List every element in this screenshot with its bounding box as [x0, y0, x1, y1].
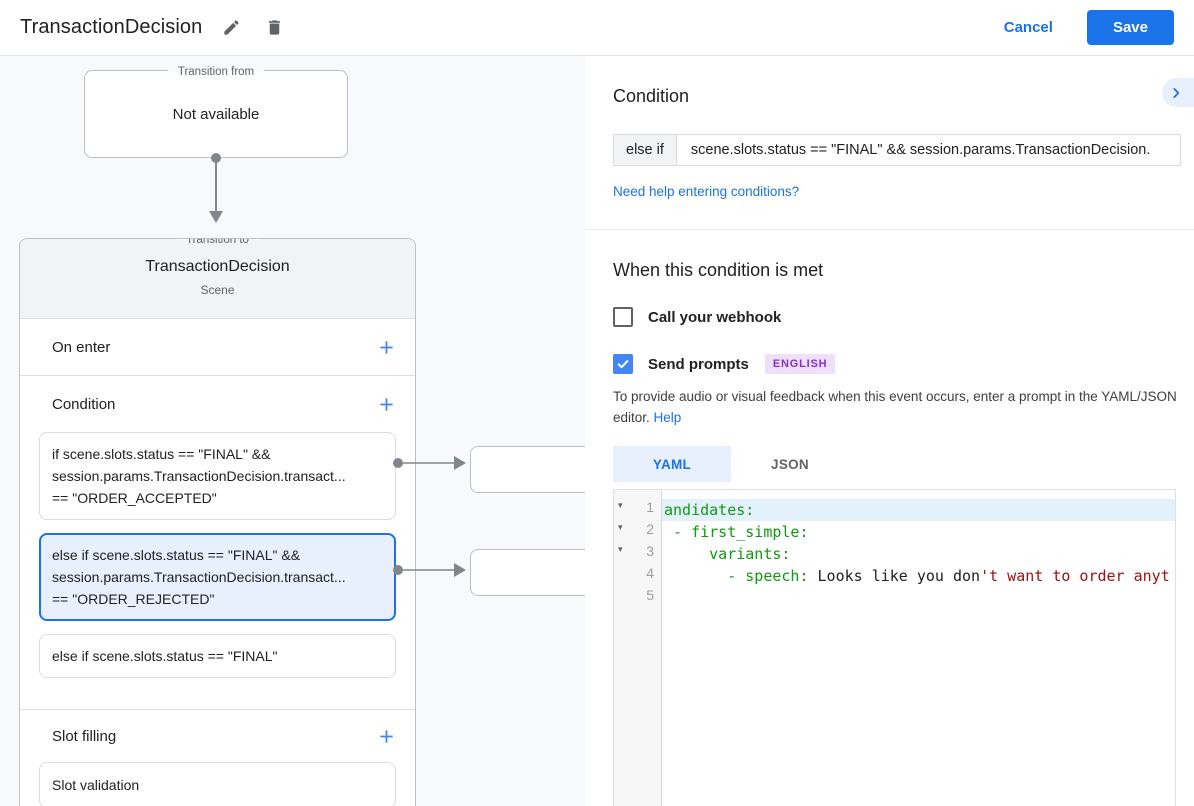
gutter-row: ▾1	[614, 499, 661, 521]
code-line: - speech: Looks like you don't want to o…	[662, 565, 1175, 587]
line-number: 2	[646, 521, 654, 537]
call-webhook-label: Call your webhook	[648, 308, 782, 326]
condition-card-line: == "ORDER_REJECTED"	[52, 591, 215, 607]
save-button[interactable]: Save	[1086, 10, 1174, 45]
tab-yaml[interactable]: YAML	[613, 446, 731, 482]
delete-scene-button[interactable]	[261, 14, 288, 41]
code-line: variants:	[662, 543, 1175, 565]
slot-cards: Slot validation	[20, 762, 415, 806]
checkmark-icon	[616, 357, 630, 371]
condition-section-label: Condition	[52, 395, 116, 413]
condition-card-line: session.params.TransactionDecision.trans…	[52, 468, 346, 484]
pencil-icon	[222, 18, 241, 37]
line-number: 1	[646, 499, 654, 515]
slot-filling-label: Slot filling	[52, 727, 117, 745]
condition-expression-input[interactable]	[676, 134, 1181, 166]
fold-arrow-icon[interactable]: ▾	[618, 522, 623, 532]
line-number: 3	[646, 543, 654, 559]
on-enter-label: On enter	[52, 338, 111, 356]
prompt-description-text: To provide audio or visual feedback when…	[613, 389, 1177, 425]
slot-card[interactable]: Slot validation	[39, 762, 396, 806]
help-link[interactable]: Help	[653, 410, 682, 425]
condition-cards: if scene.slots.status == "FINAL" && sessi…	[20, 432, 415, 678]
transition-from-content: Not available	[172, 105, 260, 123]
condition-card-line: else if scene.slots.status == "FINAL"	[52, 648, 278, 664]
editor-tabs: YAML JSON	[613, 446, 1194, 482]
code-line: - first_simple:	[662, 521, 1175, 543]
plus-icon	[376, 726, 397, 747]
send-prompts-row: Send prompts ENGLISH	[613, 354, 1194, 374]
editor-code-area[interactable]: andidates: - first_simple: variants: - s…	[662, 490, 1175, 806]
code-token: variants:	[664, 545, 791, 563]
condition-section: Condition if scene.slots.status == "FINA…	[20, 376, 415, 710]
chevron-right-icon	[1169, 86, 1183, 100]
condition-card[interactable]: if scene.slots.status == "FINAL" && sessi…	[39, 432, 396, 520]
condition-card[interactable]: else if scene.slots.status == "FINAL"	[39, 634, 396, 678]
scene-type-label: Scene	[200, 283, 235, 297]
fold-arrow-icon[interactable]: ▾	[618, 544, 623, 554]
trash-icon	[265, 18, 284, 37]
code-token: andidates:	[664, 501, 755, 519]
gutter-row: ▾2	[614, 521, 661, 543]
plus-icon	[376, 337, 397, 358]
condition-help-link[interactable]: Need help entering conditions?	[613, 184, 800, 199]
fold-arrow-icon[interactable]: ▾	[618, 500, 623, 510]
gutter-row: ▾3	[614, 543, 661, 565]
transition-target-box[interactable]	[470, 446, 585, 493]
condition-row: Condition	[20, 376, 415, 432]
code-token: - first_simple:	[664, 523, 809, 541]
transition-target-box[interactable]	[470, 549, 585, 596]
condition-expression-row: else if	[613, 134, 1181, 166]
condition-prefix-label: else if	[613, 134, 677, 166]
slot-filling-row: Slot filling	[20, 710, 415, 762]
line-number: 4	[646, 565, 654, 581]
code-line	[662, 587, 1175, 609]
send-prompts-label: Send prompts	[648, 355, 749, 373]
code-token: - speech:	[664, 567, 809, 585]
slot-filling-section: Slot filling Slot validation	[20, 710, 415, 806]
condition-card-selected[interactable]: else if scene.slots.status == "FINAL" &&…	[39, 533, 396, 621]
add-slot-button[interactable]	[372, 722, 401, 751]
transition-from-box: Transition from Not available	[84, 66, 348, 158]
webhook-row: Call your webhook	[613, 307, 1194, 327]
code-token: 't want to order anyt	[980, 567, 1170, 585]
prompt-description: To provide audio or visual feedback when…	[613, 386, 1179, 428]
condition-card-line: session.params.TransactionDecision.trans…	[52, 569, 346, 585]
send-prompts-checkbox[interactable]	[613, 354, 633, 374]
condition-card-line: == "ORDER_ACCEPTED"	[52, 490, 217, 506]
scene-diagram-canvas: Transition from Not available Transition…	[0, 56, 585, 806]
condition-card-line: if scene.slots.status == "FINAL" &&	[52, 446, 271, 462]
code-token: Looks like you don	[808, 567, 981, 585]
condition-panel-heading: Condition	[613, 86, 690, 106]
scene-card-header: TransactionDecision Scene	[20, 239, 415, 319]
plus-icon	[376, 394, 397, 415]
add-on-enter-button[interactable]	[372, 333, 401, 362]
add-condition-button[interactable]	[372, 390, 401, 419]
top-bar: TransactionDecision Cancel Save	[0, 0, 1194, 56]
on-enter-row: On enter	[20, 319, 415, 376]
edit-title-button[interactable]	[218, 14, 245, 41]
when-met-heading: When this condition is met	[613, 260, 824, 280]
collapse-panel-button[interactable]	[1162, 78, 1194, 107]
line-number: 5	[646, 587, 654, 603]
cancel-button[interactable]: Cancel	[1003, 19, 1053, 36]
tab-json[interactable]: JSON	[771, 456, 809, 472]
gutter-row: 5	[614, 587, 661, 609]
gutter-row: 4	[614, 565, 661, 587]
panel-divider	[585, 229, 1194, 230]
condition-card-line: else if scene.slots.status == "FINAL" &&	[52, 547, 301, 563]
language-badge: ENGLISH	[764, 354, 836, 374]
condition-editor-panel: Condition else if Need help entering con…	[585, 56, 1194, 806]
call-webhook-checkbox[interactable]	[613, 307, 633, 327]
transition-to-card: Transition to TransactionDecision Scene …	[19, 238, 416, 806]
scene-name: TransactionDecision	[145, 258, 290, 275]
page-title: TransactionDecision	[20, 16, 203, 38]
code-line: andidates:	[662, 499, 1175, 521]
